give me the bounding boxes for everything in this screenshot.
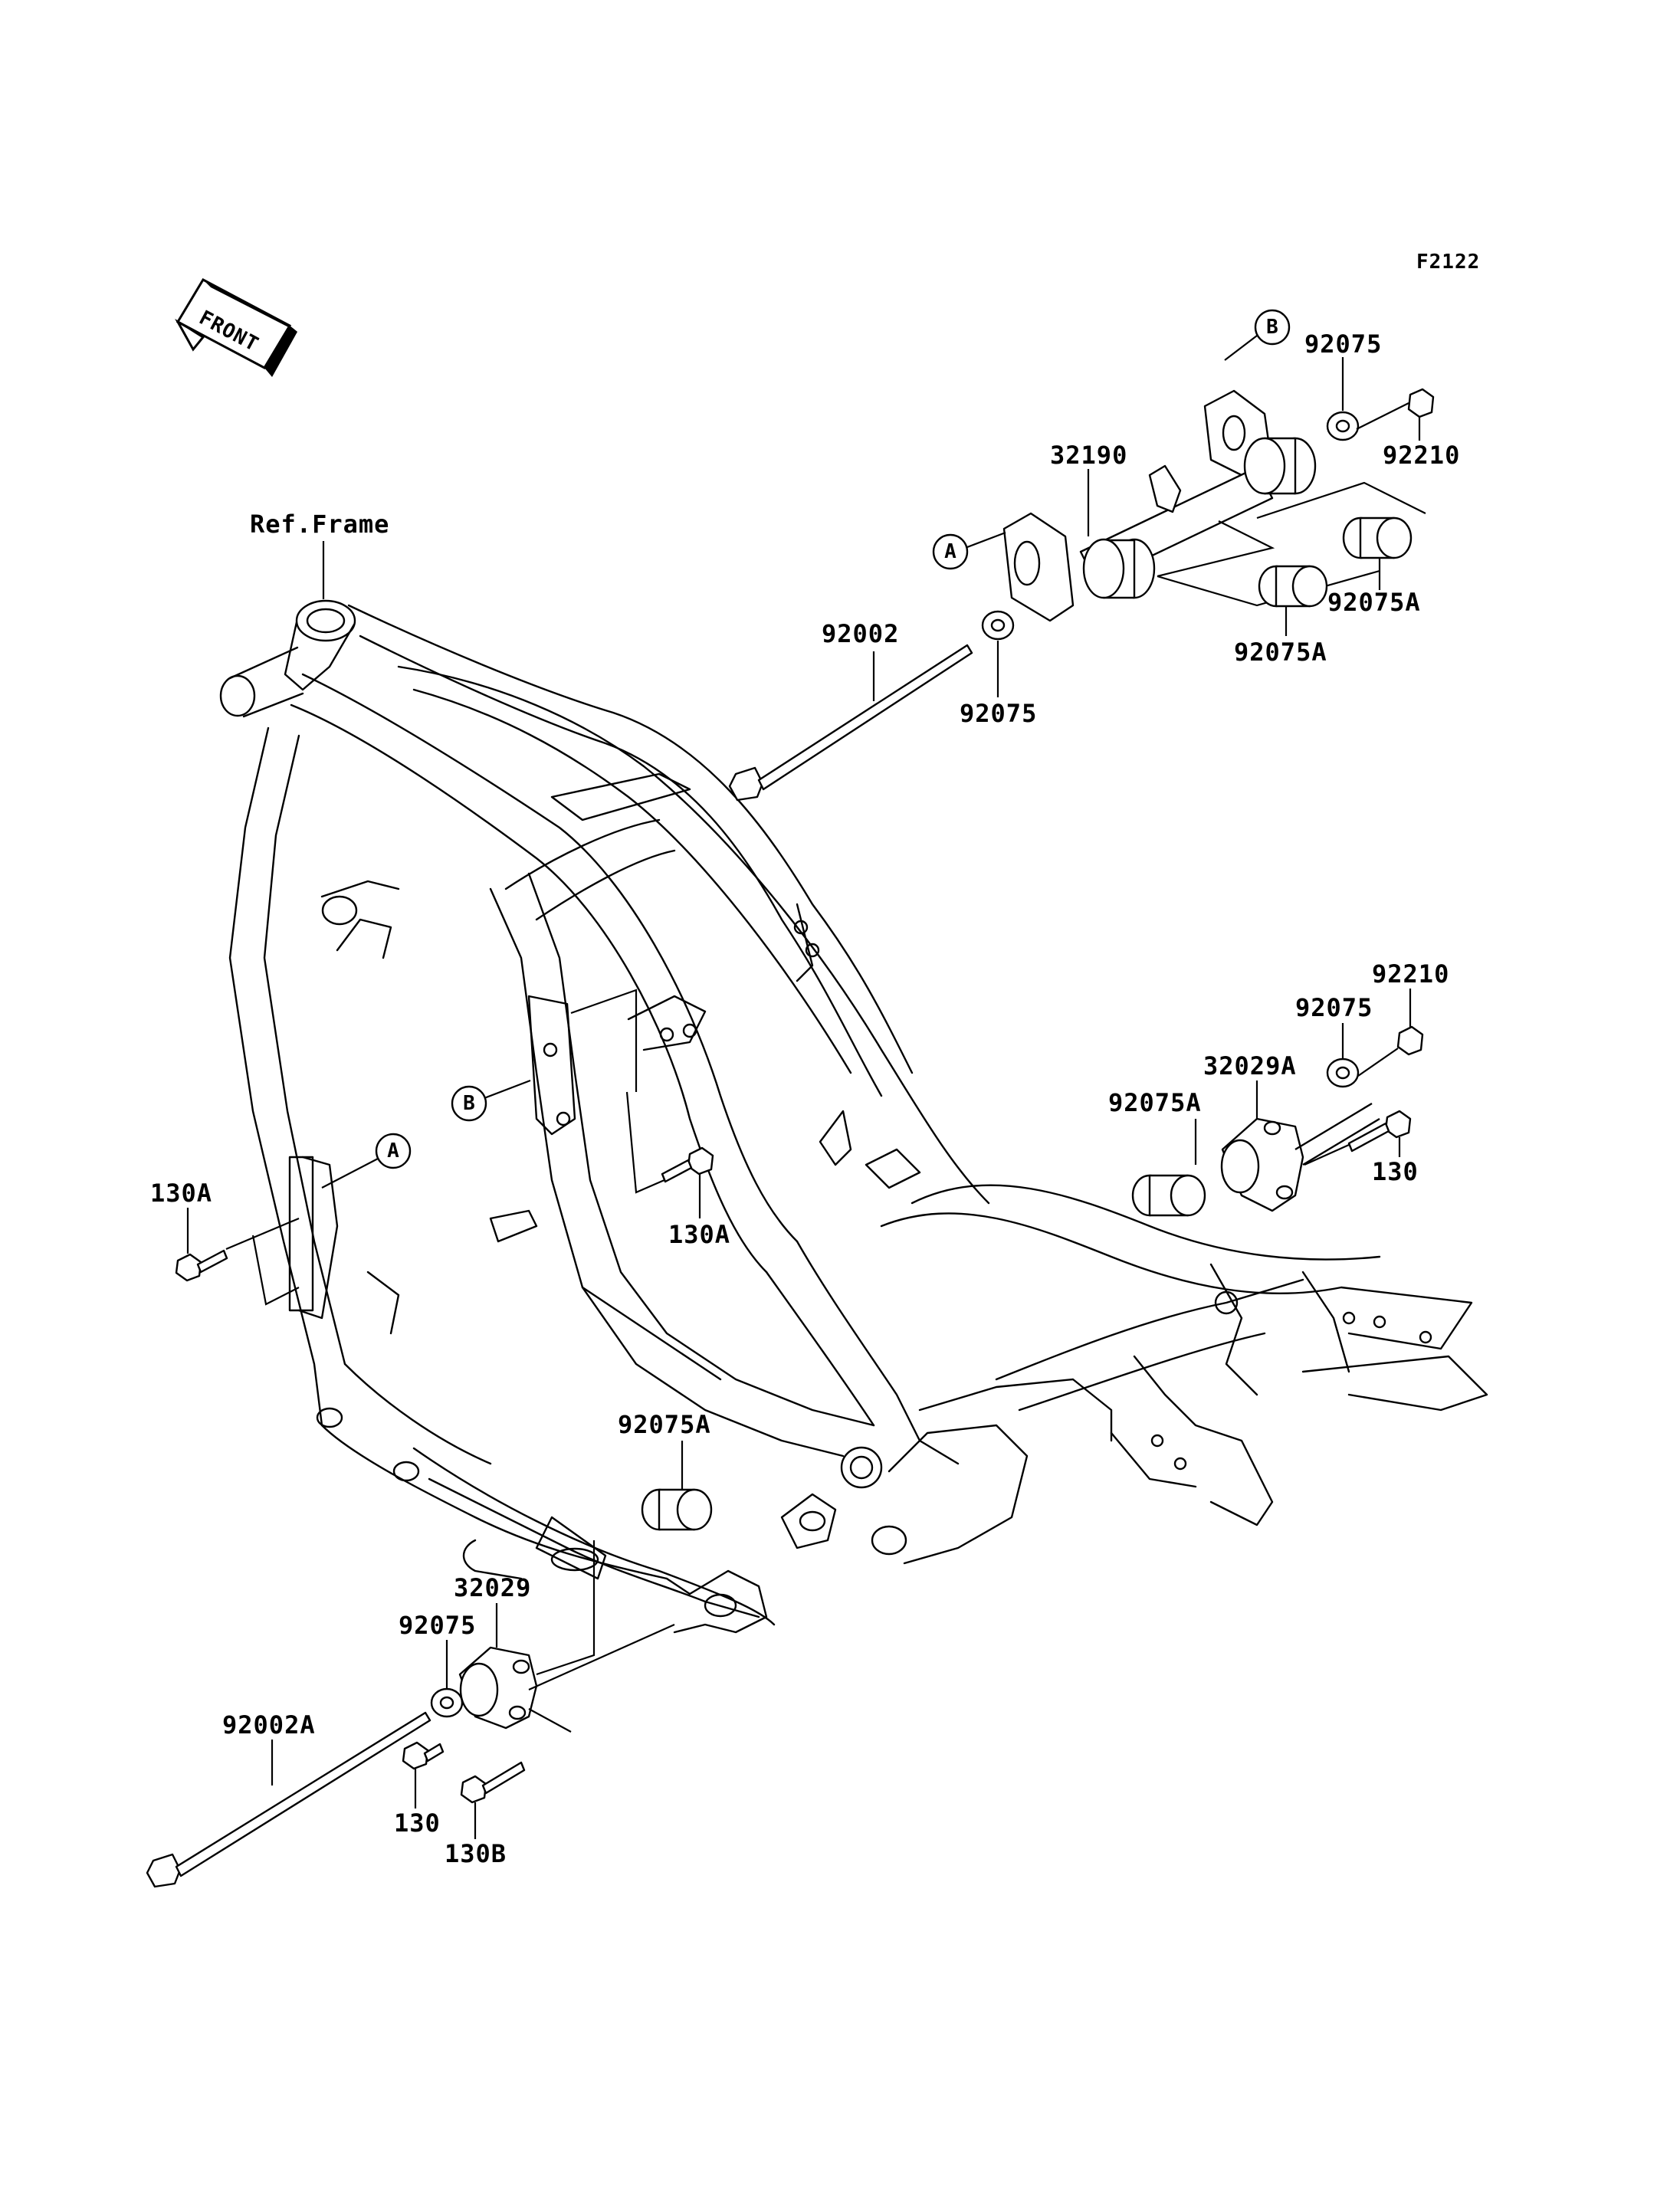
label-32029: 32029 xyxy=(454,1573,531,1602)
bolt-130-lower xyxy=(402,1741,445,1770)
engine-mount-bracket-upper xyxy=(1002,389,1317,622)
label-130A-left: 130A xyxy=(150,1179,212,1208)
label-92075A-top-right: 92075A xyxy=(1327,588,1421,617)
label-130A-center: 130A xyxy=(668,1220,730,1249)
ref-frame-label: Ref.Frame xyxy=(250,510,389,539)
label-130-lower: 130 xyxy=(394,1808,441,1838)
washer-92075-under-bracket xyxy=(981,610,1015,641)
bolt-130-right xyxy=(1347,1110,1412,1153)
label-130-right: 130 xyxy=(1372,1157,1419,1186)
label-32190: 32190 xyxy=(1050,441,1127,470)
bolt-130A-left xyxy=(175,1249,228,1282)
nut-92210-right xyxy=(1396,1025,1424,1056)
bolt-92002 xyxy=(728,644,973,802)
callout-a-upper: A xyxy=(944,540,956,563)
washer-92075-lower xyxy=(430,1687,464,1718)
bolt-92002A xyxy=(146,1711,431,1888)
collar-92075A-top-left xyxy=(1258,565,1328,608)
label-92075A-right: 92075A xyxy=(1108,1088,1202,1117)
bolt-130A-center xyxy=(661,1146,714,1183)
label-92075-lower: 92075 xyxy=(399,1611,476,1640)
label-92210-top: 92210 xyxy=(1383,441,1460,470)
label-92075A-top-left: 92075A xyxy=(1234,638,1327,667)
label-32029A: 32029A xyxy=(1203,1051,1297,1080)
callout-b-lower: B xyxy=(463,1092,475,1115)
washer-92075-right xyxy=(1326,1058,1360,1088)
label-92075A-lower: 92075A xyxy=(618,1410,711,1439)
collar-92075A-lower xyxy=(641,1488,713,1531)
figure-code: F2122 xyxy=(1416,251,1480,274)
callout-b-upper: B xyxy=(1266,316,1278,339)
collar-92075A-right xyxy=(1131,1174,1206,1217)
label-92002: 92002 xyxy=(822,619,899,648)
label-92210-right: 92210 xyxy=(1372,959,1449,989)
label-130B: 130B xyxy=(445,1839,507,1868)
label-92075-right: 92075 xyxy=(1295,993,1373,1022)
motorcycle-frame xyxy=(219,599,1488,1634)
callout-a-lower: A xyxy=(387,1139,399,1162)
part-number-labels: 32190 92075 92210 92075A 92075A 92002 92… xyxy=(150,330,1460,1868)
engine-mount-bracket-32029A xyxy=(1220,1102,1380,1212)
label-92075-top: 92075 xyxy=(1304,330,1382,359)
washer-92075-top xyxy=(1326,411,1360,441)
collar-92075A-top-right xyxy=(1342,516,1413,559)
label-92075-under-bracket: 92075 xyxy=(960,699,1037,728)
bolt-130B xyxy=(460,1761,526,1804)
nut-92210-top xyxy=(1407,388,1435,418)
front-direction-arrow: FRONT xyxy=(175,278,297,377)
label-92002A: 92002A xyxy=(222,1710,316,1740)
engine-mount-bracket-32029 xyxy=(458,1646,538,1730)
